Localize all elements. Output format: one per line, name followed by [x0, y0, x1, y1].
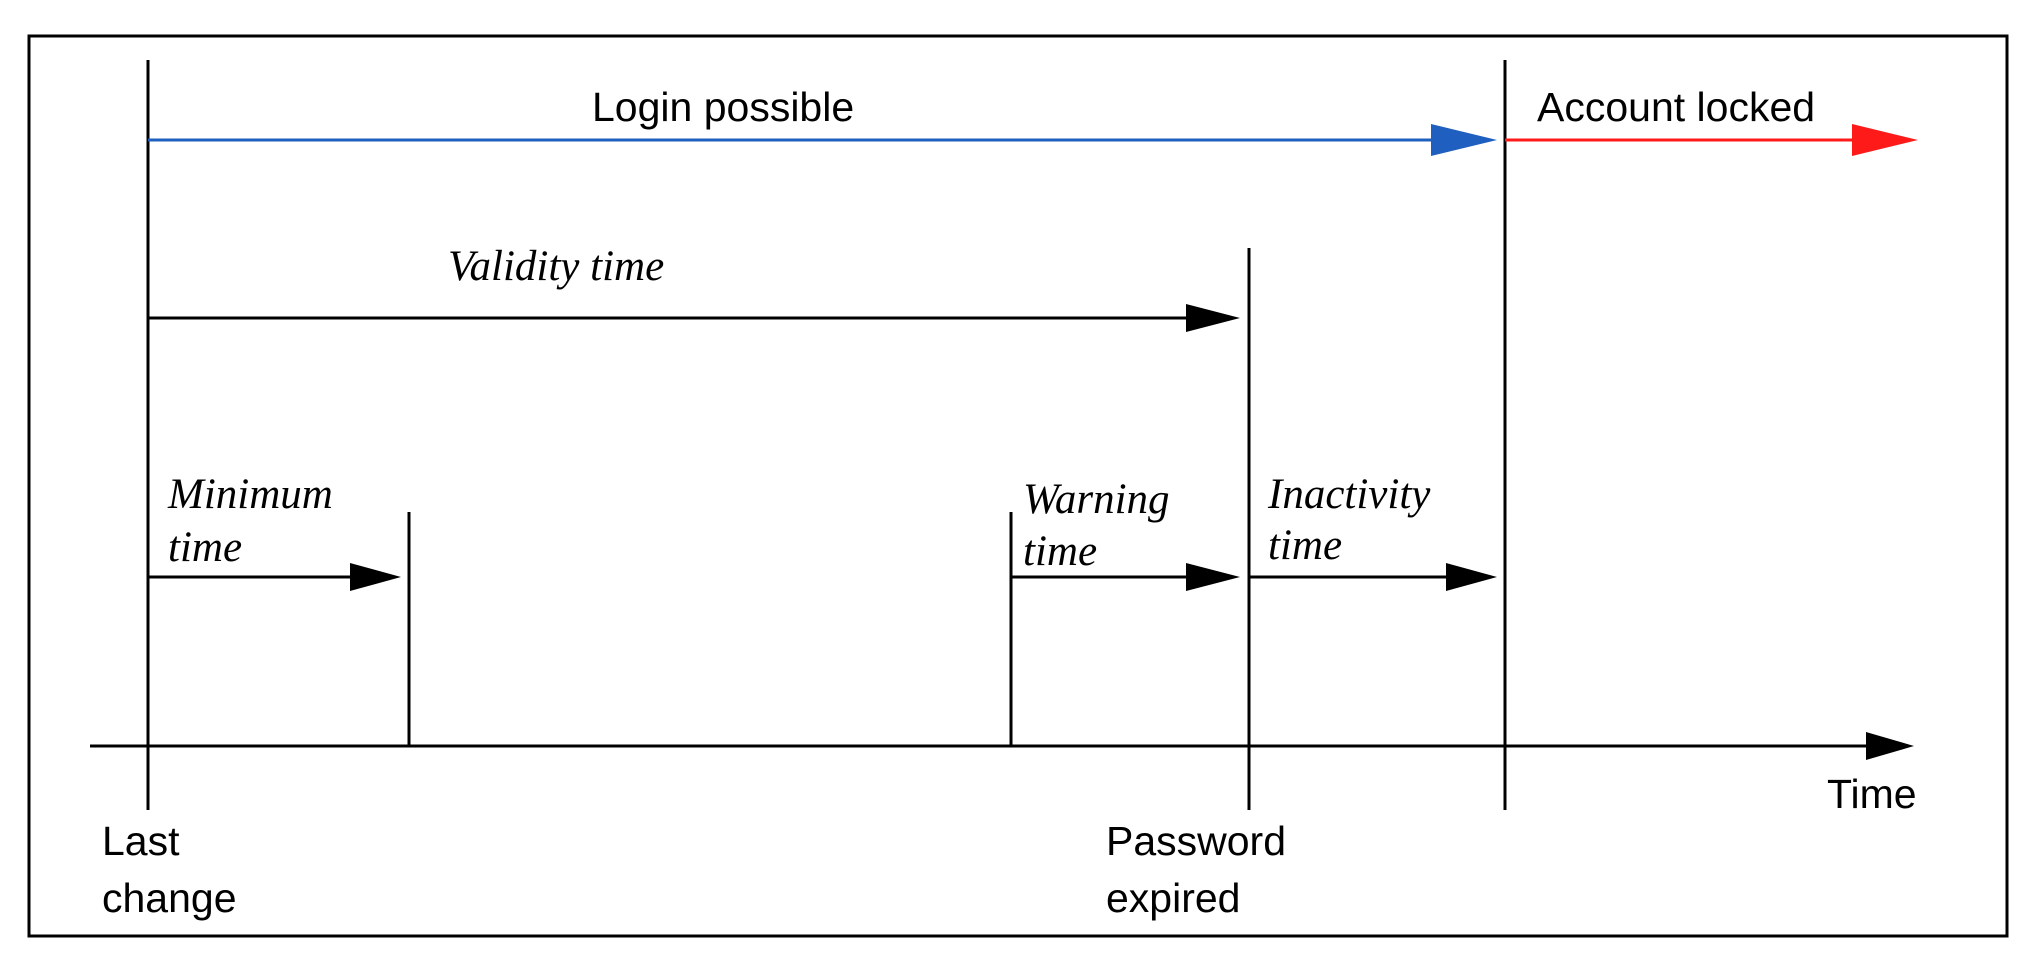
- inactivity-time-label-line1: Inactivity: [1267, 471, 1431, 518]
- login-possible-label: Login possible: [592, 84, 854, 130]
- account-locked-label: Account locked: [1537, 84, 1815, 130]
- inactivity-time-arrowhead: [1446, 563, 1497, 591]
- minimum-time-label-line1: Minimum: [167, 471, 333, 518]
- time-axis-arrowhead: [1866, 732, 1914, 760]
- minimum-time-label-line2: time: [168, 524, 242, 571]
- account-locked-arrowhead: [1852, 124, 1918, 156]
- last-change-label-line2: change: [102, 875, 237, 921]
- warning-time-arrowhead: [1186, 563, 1240, 591]
- validity-time-label: Validity time: [448, 243, 664, 290]
- minimum-time-arrowhead: [350, 563, 401, 591]
- password-expired-label-line2: expired: [1106, 875, 1240, 921]
- validity-time-arrowhead: [1186, 304, 1240, 332]
- password-expired-label-line1: Password: [1106, 818, 1286, 864]
- time-axis-label: Time: [1827, 771, 1917, 817]
- login-possible-arrowhead: [1431, 124, 1497, 156]
- last-change-label-line1: Last: [102, 818, 180, 864]
- diagram-frame: [27, 34, 2009, 938]
- warning-time-label-line1: Warning: [1023, 476, 1170, 523]
- inactivity-time-label-line2: time: [1268, 522, 1342, 569]
- warning-time-label-line2: time: [1023, 528, 1097, 575]
